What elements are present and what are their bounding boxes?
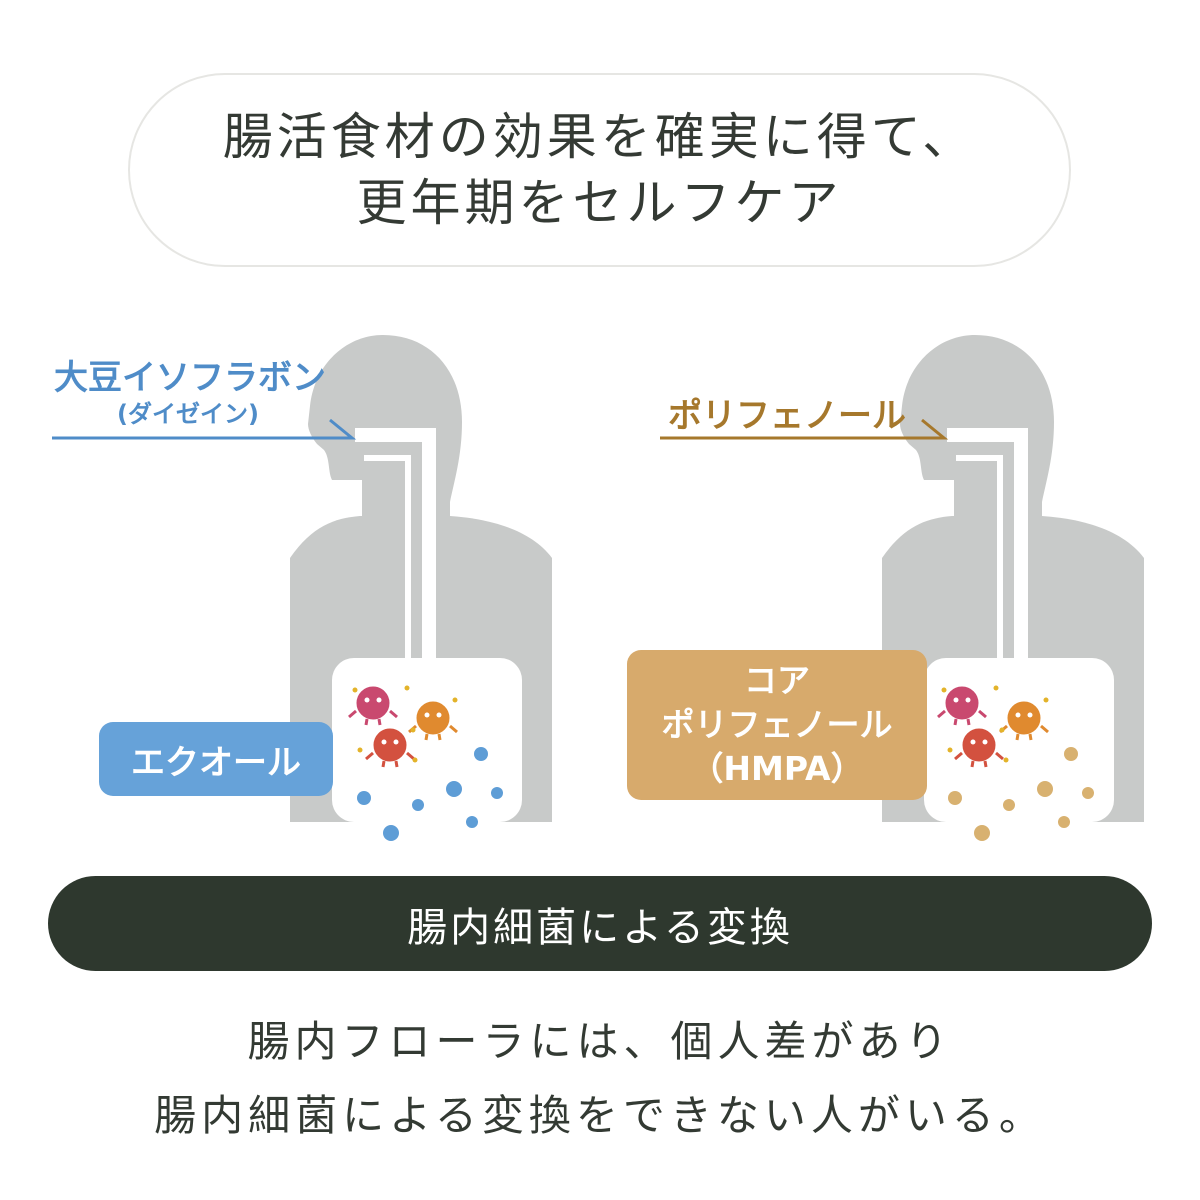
molecule-dot-icon-right (948, 747, 1094, 841)
title-pill: 腸活食材の効果を確実に得て、 更年期をセルフケア (128, 73, 1071, 267)
gut-bacteria-icon-right (936, 685, 1050, 769)
sparkle-icon-right (941, 685, 1049, 763)
left-input-sublabel: (ダイゼイン) (117, 400, 259, 428)
input-arrow-left (52, 418, 357, 440)
right-input-label: ポリフェノール (668, 396, 906, 436)
molecule-dot-icon-left (357, 747, 503, 841)
sparkle-icon-left (352, 685, 458, 763)
title-line-1: 腸活食材の効果を確実に得て、 (222, 108, 977, 166)
input-arrow-right (660, 418, 949, 440)
right-output-line-1: コア (744, 661, 810, 700)
right-output-line-2: ポリフェノール (661, 705, 893, 744)
gut-bacteria-icon-left (347, 685, 459, 769)
left-input-label: 大豆イソフラボン (54, 358, 326, 398)
title-line-2: 更年期をセルフケア (356, 174, 843, 232)
left-output-label: エクオール (131, 742, 301, 783)
note-line-1: 腸内フローラには、個人差があり (247, 1017, 953, 1066)
conversion-bar-label: 腸内細菌による変換 (407, 904, 793, 951)
conversion-bar: 腸内細菌による変換 (48, 876, 1152, 971)
left-output-callout: エクオール (99, 722, 333, 796)
right-output-callout: コア ポリフェノール （HMPA） (627, 650, 927, 800)
note-line-2: 腸内細菌による変換をできない人がいる。 (154, 1091, 1046, 1140)
right-output-line-3: （HMPA） (690, 749, 864, 788)
